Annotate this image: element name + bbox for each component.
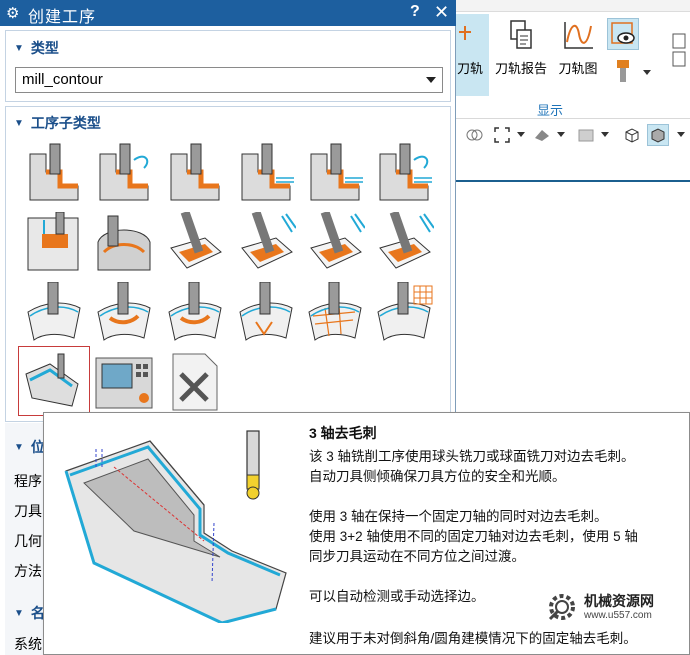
corner-rough-icon[interactable] [165,142,225,202]
orient-dropdown-caret[interactable] [557,132,565,137]
deburring-3axis-icon[interactable] [22,350,82,410]
ribbon-bottom-line [455,180,690,182]
tool-row-label: 刀具 [14,503,42,519]
flowcut-single-icon[interactable] [24,281,84,342]
type-section-header[interactable]: ▼ 类型 [14,38,59,58]
rest-milling-icon[interactable] [236,142,296,202]
ribbon-toolpath-graph-label: 刀轨图 [558,61,598,76]
tooltip-text: 3 轴去毛刺 该 3 轴铣削工序使用球头铣刀或球面铣刀对边去毛刺。 自动刀具侧倾… [309,423,689,649]
flowcut-ref-tool-icon[interactable] [165,281,225,342]
close-button[interactable]: ✕ [434,2,450,22]
tooltip-paragraph-4: 建议用于未对倒斜角/圆角建模情况下的固定轴去毛刺。 [309,631,637,646]
gear-logo-icon [548,594,575,621]
ribbon-group-display-label: 显示 [536,103,563,118]
watermark-url: www.u557.com [584,610,652,621]
render-style-icon[interactable] [577,126,595,144]
streamline-icon[interactable] [236,210,297,272]
ribbon-toolpath-report-label: 刀轨报告 [494,61,547,76]
ribbon-tool-dropdown-caret[interactable] [643,70,651,75]
toolpath-icon [459,26,471,40]
collapse-triangle-icon: ▼ [14,118,24,129]
ribbon-toolpath-button[interactable]: 刀轨 [455,14,489,96]
tooltip-paragraph-2: 使用 3 轴在保持一个固定刀轴的同时对边去毛刺。 使用 3+2 轴使用不同的固定… [309,509,638,564]
ribbon-toolpath-label: 刀轨 [457,61,484,76]
cavity-mill-icon[interactable] [24,142,84,202]
render-dropdown-caret[interactable] [601,132,609,137]
toolpath-graph-icon [564,22,593,49]
name-section-label: 名 [30,605,45,621]
type-section-label: 类型 [30,40,59,56]
shaded-dropdown-caret[interactable] [677,132,685,137]
snap-view-icon[interactable] [465,126,483,144]
tooltip-paragraph-1: 该 3 轴铣削工序使用球头铣刀或球面铣刀对边去毛刺。 自动刀具侧倾确保刀具方位的… [309,449,635,484]
ribbon-more-icon[interactable] [669,30,689,70]
ribbon-toolpath-report-button[interactable]: 刀轨报告 [491,14,551,96]
ribbon-tool-button[interactable] [615,58,631,84]
contour-area-icon[interactable] [94,212,154,272]
help-button[interactable]: ? [410,3,420,20]
orient-view-icon[interactable] [533,126,551,144]
dialog-titlebar: ⚙ 创建工序 ? ✕ [0,0,456,26]
chevron-down-icon [426,77,436,83]
type-dropdown[interactable]: mill_contour [15,67,443,93]
ribbon-toolpath-graph-button[interactable]: 刀轨图 [553,14,603,96]
gear-icon[interactable]: ⚙ [6,5,20,22]
contour-area-dir-steep-icon[interactable] [374,210,435,272]
fixed-contour-icon[interactable] [24,211,84,272]
plunge-milling-icon[interactable] [94,142,154,202]
dialog-title: 创建工序 [28,9,97,26]
subtype-tooltip: 3 轴去毛刺 该 3 轴铣削工序使用球头铣刀或球面铣刀对边去毛刺。 自动刀具侧倾… [43,412,690,655]
mill-user-icon[interactable] [94,352,154,412]
shaded-cube-button[interactable] [647,124,669,146]
ribbon-panel: 刀轨 刀轨报告 刀轨图 显示 [455,0,690,200]
fit-icon[interactable] [493,126,511,144]
shaded-cube-icon [651,128,665,143]
zlevel-corner-icon[interactable] [374,142,434,202]
location-section-header[interactable]: ▼位 [14,437,45,457]
tooltip-title: 3 轴去毛刺 [309,425,377,441]
ribbon-separator [455,118,690,119]
fit-dropdown-caret[interactable] [517,132,525,137]
subtype-section-label: 工序子类型 [30,115,101,131]
subtype-section [5,106,451,422]
mill-control-icon[interactable] [165,352,225,412]
tooltip-paragraph-3: 可以自动检测或手动选择边。 [309,589,485,604]
name-row-label: 系统 [14,636,42,652]
watermark-name: 机械资源网 [584,593,654,609]
geometry-row-label: 几何 [14,533,42,549]
ribbon-visibility-button[interactable] [607,18,639,50]
flowcut-multiple-icon[interactable] [94,281,154,342]
method-row-label: 方法 [14,563,42,579]
name-section-header[interactable]: ▼名 [14,603,45,623]
program-row-label: 程序 [14,473,42,489]
solid-profile-3d-icon[interactable] [236,281,296,342]
watermark: 机械资源网 www.u557.com [544,589,664,625]
zlevel-profile-icon[interactable] [305,142,365,202]
collapse-triangle-icon: ▼ [14,43,24,54]
wireframe-cube-icon[interactable] [623,126,641,144]
location-section-label: 位 [30,439,45,455]
view-toolbar [455,122,690,148]
cutter-icon [617,60,629,82]
deburring-illustration [64,430,287,623]
collapse-triangle-icon: ▼ [14,608,24,619]
toolpath-report-icon [510,20,532,49]
eye-icon [611,22,635,44]
subtype-section-header[interactable]: ▼ 工序子类型 [14,113,101,133]
type-dropdown-value: mill_contour [22,71,103,88]
contour-area-non-steep-icon[interactable] [305,210,366,272]
contour-text-icon[interactable] [374,281,434,342]
contour-surface-area-icon[interactable] [165,210,225,272]
ribbon-top-strip [455,0,690,12]
collapse-triangle-icon: ▼ [14,442,24,453]
profile-3d-icon[interactable] [305,281,365,342]
